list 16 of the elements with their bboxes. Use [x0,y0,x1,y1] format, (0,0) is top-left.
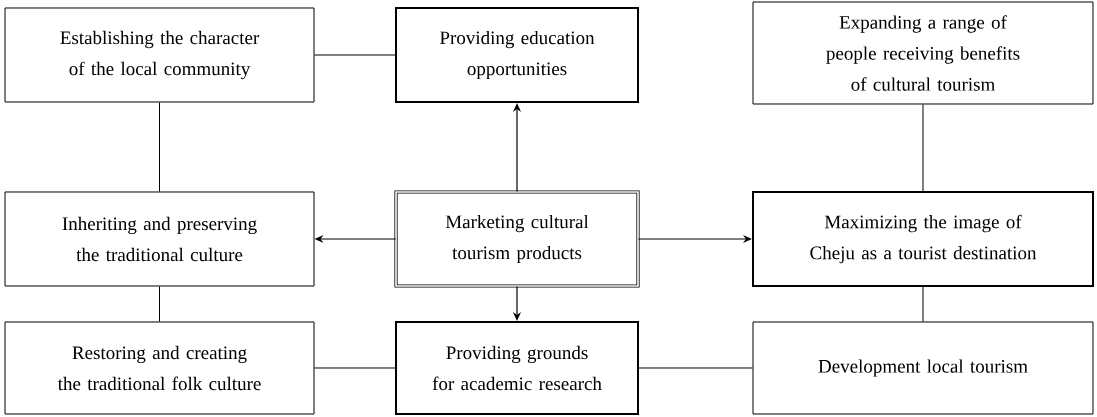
connector-line [314,54,396,56]
text-box: Restoring and creating the traditional folk culture [4,321,315,415]
text-box: Providing education opportunities [395,7,639,103]
connector-line [159,286,160,322]
connector-line [922,104,924,192]
text-box: Maximizing the image of Cheju as a tourist destination [752,191,1094,287]
text-box: Establishing the character of the local community [4,7,315,103]
connector-line [922,286,924,322]
text-box: Expanding a range of people receiving benefits of cultural tourism [752,1,1094,105]
connector-line [638,367,753,369]
connector-line [159,102,160,192]
central-box: Marketing cultural tourism products [394,190,640,288]
connector-line [314,367,396,369]
text-box: Providing grounds for academic research [395,321,639,415]
text-box: Inheriting and preserving the traditional culture [4,191,315,287]
text-box: Development local tourism [752,321,1094,415]
